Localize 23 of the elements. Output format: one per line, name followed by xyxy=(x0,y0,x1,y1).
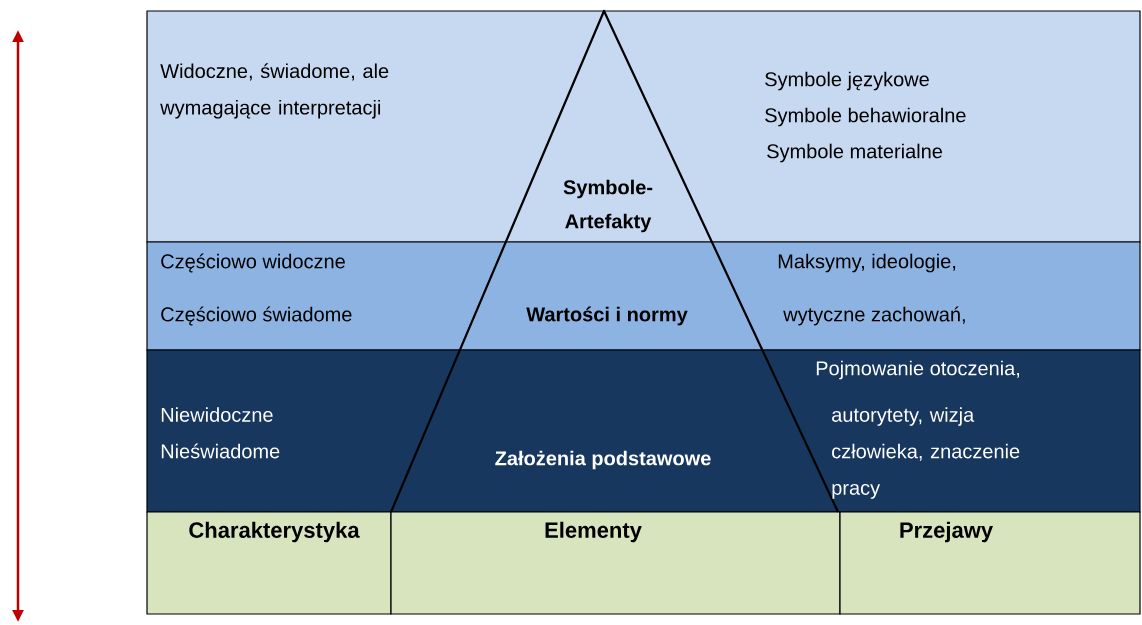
column-header: Charakterystyka xyxy=(189,521,360,543)
column-header: Przejawy xyxy=(900,521,993,543)
layer-title: Symbole- Artefakty xyxy=(563,179,653,233)
manifestation-text: Maksymy, ideologie, xyxy=(778,253,956,273)
layer-band xyxy=(839,511,1141,615)
layer-title: Wartości i normy xyxy=(526,306,688,326)
layer-title: Założenia podstawowe xyxy=(495,450,711,470)
layer-band xyxy=(146,511,392,615)
manifestation-text: Symbole behawioralne xyxy=(765,107,966,127)
layer-band xyxy=(146,10,1141,243)
layer-band xyxy=(390,511,841,615)
layer-band xyxy=(146,241,1141,351)
manifestation-text: Symbole materialne xyxy=(767,143,942,163)
layer-description: Niewidoczne Nieświadome xyxy=(161,407,280,459)
column-header: Elementy xyxy=(545,521,642,543)
layer-band xyxy=(146,349,1141,513)
manifestation-text: Pojmowanie otoczenia, xyxy=(816,360,1020,380)
layer-description: Widoczne, świadome, ale wymagające interpretacji xyxy=(160,63,389,119)
manifestation-text: Symbole językowe xyxy=(765,71,929,91)
manifestation-text: autorytety, wizja człowieka, znaczenie pracy xyxy=(832,407,1020,499)
layer-description: Częściowo świadome xyxy=(161,306,352,326)
layer-description: Częściowo widoczne xyxy=(161,253,345,273)
manifestation-text: wytyczne zachowań, xyxy=(783,306,965,326)
